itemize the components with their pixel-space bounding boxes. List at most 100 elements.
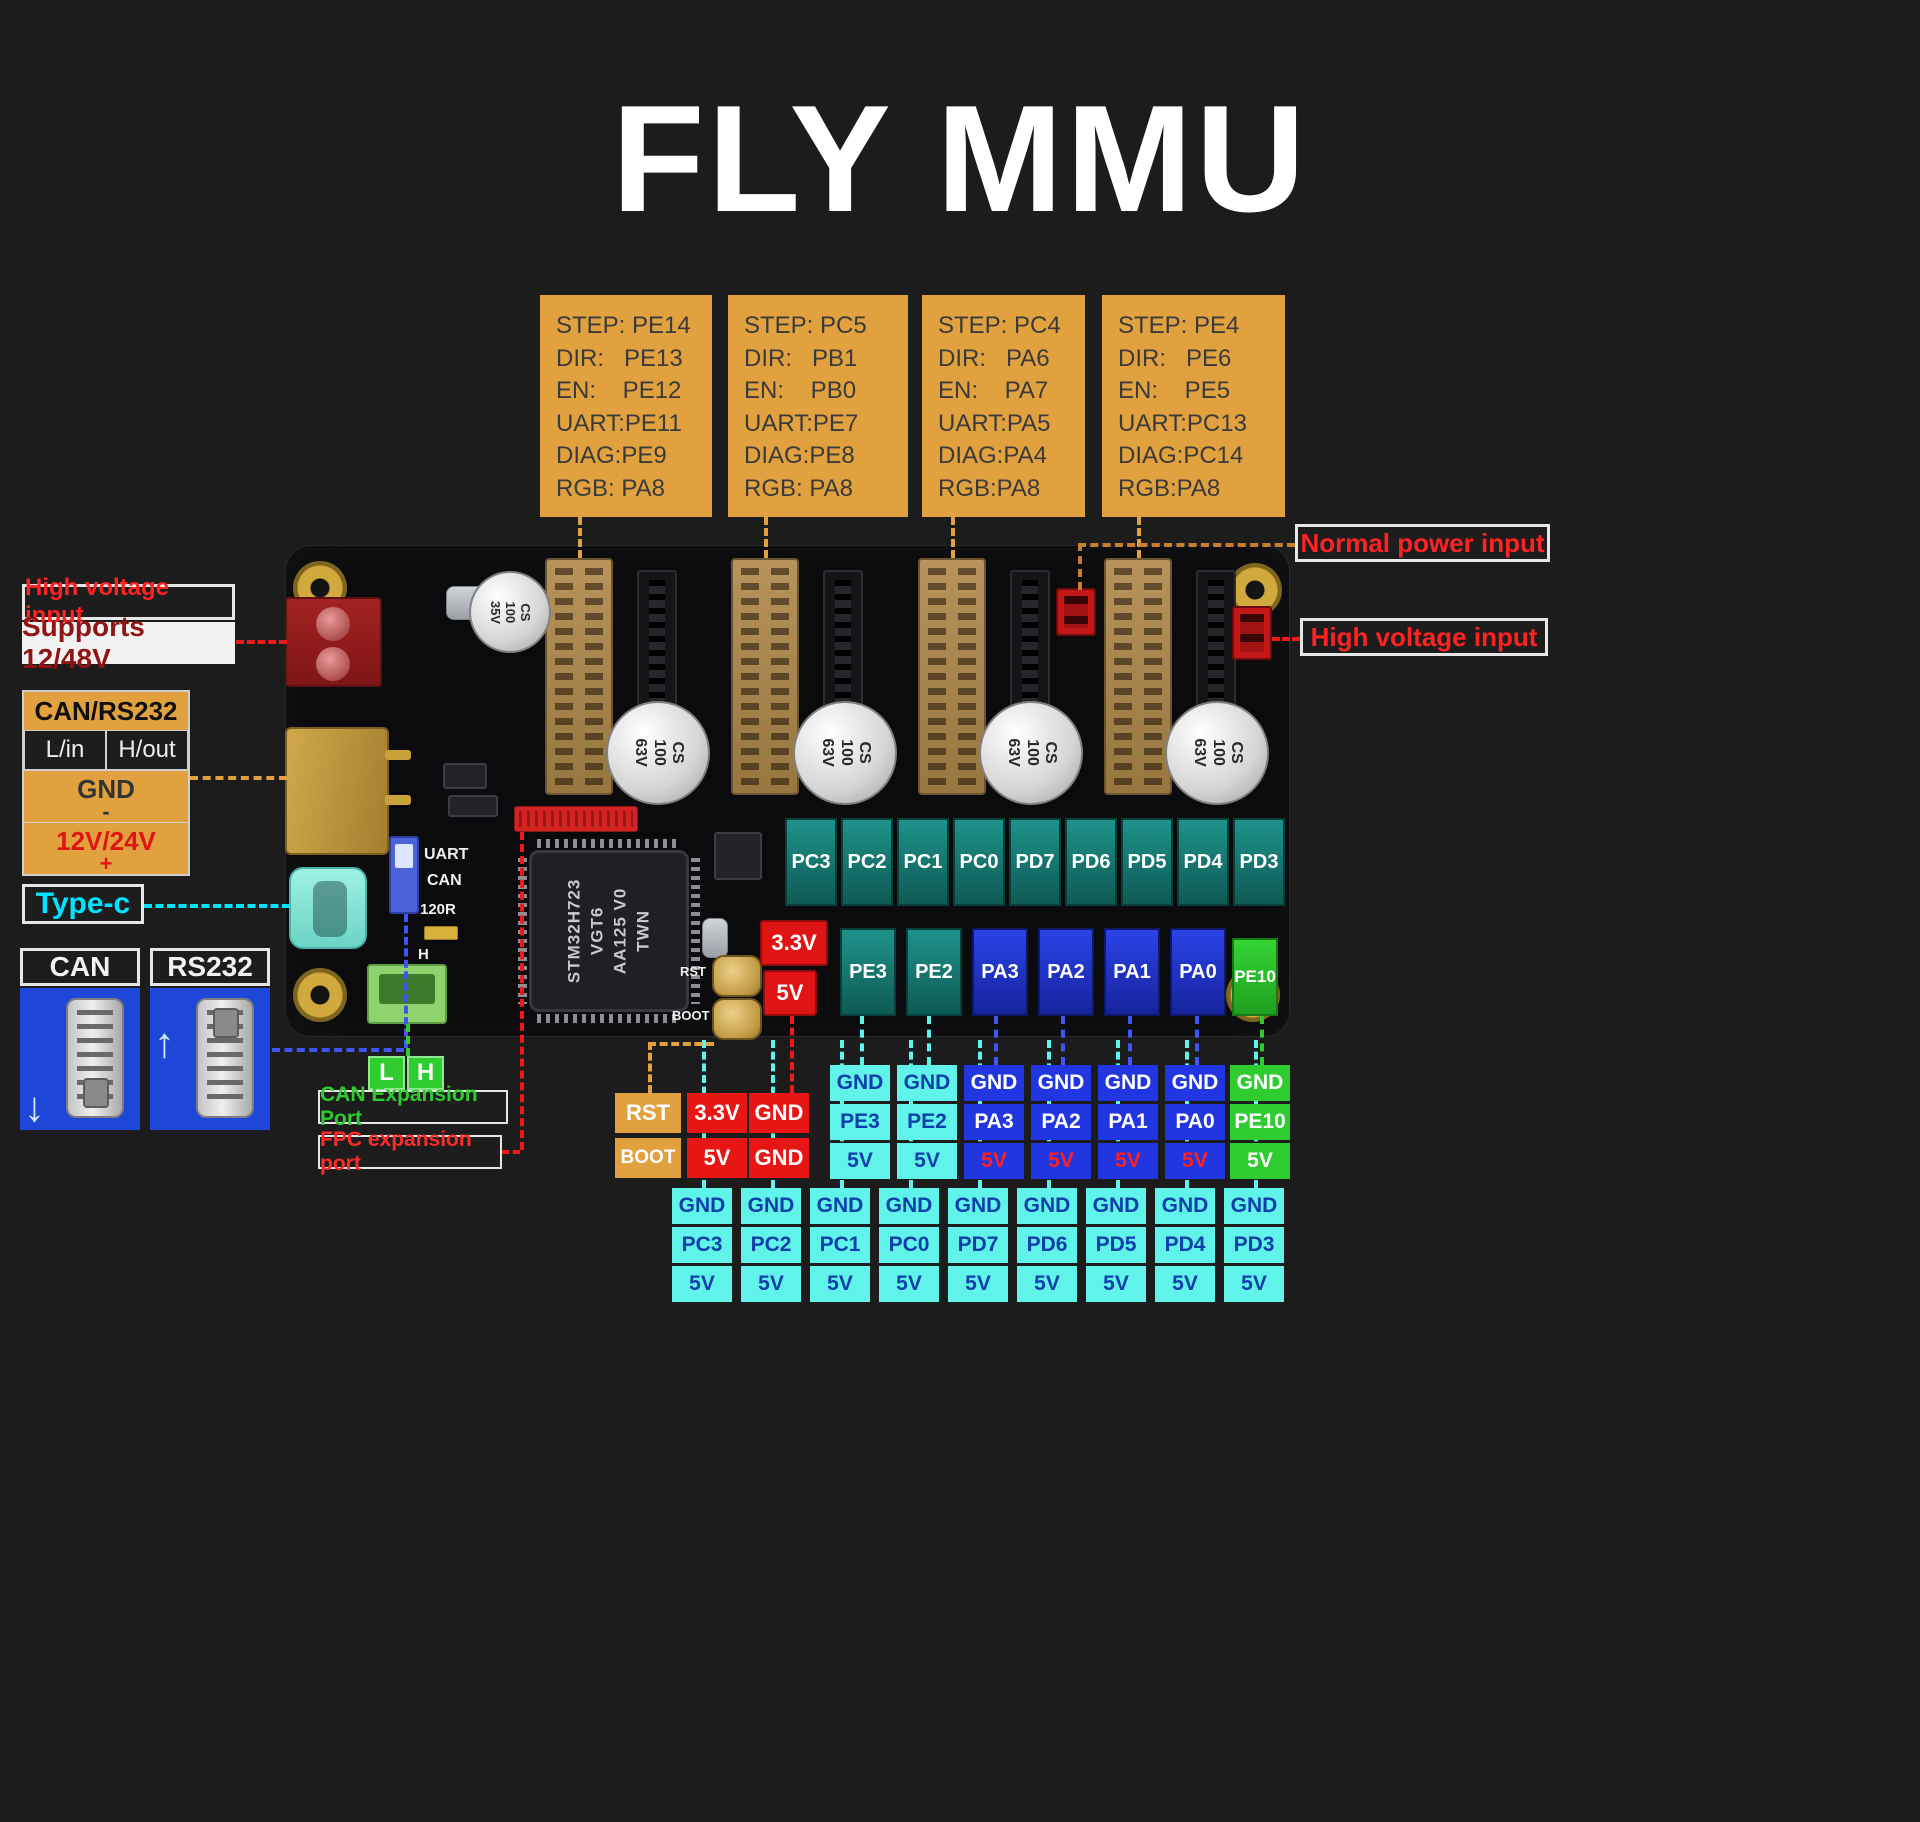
pin-cell: PD6: [1017, 1227, 1077, 1263]
leader-line: [406, 1024, 410, 1056]
pin-cell: PA3: [964, 1104, 1024, 1140]
pinout-line: DIAG:PA4: [938, 442, 1047, 469]
slide-switch-icon: [66, 998, 124, 1118]
terminal-screw: [316, 607, 350, 641]
pinout-line: UART:PE7: [744, 409, 859, 437]
driver-socket: [731, 558, 799, 795]
capacitor-label-line: 100: [503, 601, 519, 623]
label-can-expansion-port: CAN Expansion Port: [318, 1083, 508, 1130]
leader-line: [1260, 1016, 1264, 1065]
chip-line: STM32H723: [564, 878, 584, 984]
capacitor-label-line: 100: [837, 739, 855, 767]
pin-cell: 5V: [1165, 1143, 1225, 1179]
chip-pins: [691, 858, 700, 1004]
capacitor-label-line: CS: [855, 741, 873, 765]
leader-line: [1061, 1016, 1065, 1065]
pin-cell: PA2: [1031, 1104, 1091, 1140]
pin-cell: GND: [1224, 1188, 1284, 1224]
plus-label: +: [99, 851, 113, 876]
leader-line: [1137, 517, 1141, 558]
leader-line: [1078, 543, 1082, 590]
reset-button: [712, 955, 762, 997]
mcu-label: STM32H723 VGT6 AA125 V0 TWN: [563, 879, 655, 983]
arrow-down-icon: ↓: [24, 1083, 45, 1130]
pin-cell: 5V: [897, 1143, 957, 1179]
label-type-c: Type-c: [22, 884, 144, 924]
rs232-switch-graphic: ↑: [150, 988, 270, 1130]
pinout-line: STEP: PC5: [744, 312, 867, 339]
pinout-line: RGB: PA8: [556, 474, 665, 502]
pin-cell: PC3: [672, 1227, 732, 1263]
chip-line: VGT6: [587, 906, 607, 956]
label-rs232: RS232: [150, 948, 270, 986]
chip-line: TWN: [632, 910, 652, 952]
pinout-line: EN: PE5: [1118, 377, 1231, 404]
pinout-line: STEP: PE4: [1118, 312, 1240, 339]
pin-header-pc0: PC0: [953, 818, 1005, 906]
gold-pin: [385, 750, 411, 760]
silk-h: H: [418, 946, 429, 963]
pin-header-pa0: PA0: [1170, 928, 1226, 1016]
label-h: H: [407, 1056, 444, 1090]
pin-cell: GND: [830, 1065, 890, 1101]
small-ic: [714, 832, 762, 880]
pin-cell: GND: [1031, 1065, 1091, 1101]
pinout-line: DIR: PE6: [1118, 344, 1232, 372]
pin-cell: PA0: [1165, 1104, 1225, 1140]
uart-can-switch: [389, 836, 419, 914]
capacitor-label-line: 63V: [818, 738, 836, 768]
chip-pins: [537, 1014, 681, 1023]
pin-header-pc1: PC1: [897, 818, 949, 906]
capacitor-label-line: 100: [650, 739, 668, 767]
pin-cell: PC0: [879, 1227, 939, 1263]
leader-line: [272, 1048, 404, 1052]
silk-can: CAN: [427, 872, 462, 889]
crystal: [702, 918, 728, 958]
leader-line: [502, 1150, 520, 1154]
capacitor-label-line: CS: [668, 741, 686, 765]
pin-cell: GND: [1086, 1188, 1146, 1224]
capacitor-label-line: 63V: [1190, 738, 1208, 768]
gnd-cell: GND -: [24, 770, 188, 824]
pin-cell: PE10: [1230, 1104, 1290, 1140]
pin-cell: PE3: [830, 1104, 890, 1140]
v5-tag: 5V: [687, 1138, 747, 1178]
pin-cell: PD5: [1086, 1227, 1146, 1263]
driver-socket: [1104, 558, 1172, 795]
pin-header-pe10: PE10: [1232, 938, 1278, 1016]
leader-line: [927, 1016, 931, 1065]
gold-pin: [385, 795, 411, 805]
pin-cell: 5V: [810, 1266, 870, 1302]
pin-header-pe2: PE2: [906, 928, 962, 1016]
pinout-line: EN: PB0: [744, 377, 857, 404]
driver-socket: [545, 558, 613, 795]
pinout-line: EN: PA7: [938, 377, 1049, 404]
chip-line: AA125 V0: [610, 887, 629, 975]
chip-pins: [537, 839, 681, 848]
pin-header-pc2: PC2: [841, 818, 893, 906]
pinout-line: RGB:PA8: [1118, 474, 1221, 502]
mcu-chip: STM32H723 VGT6 AA125 V0 TWN: [529, 850, 689, 1012]
label-high-voltage-input-right: High voltage input: [1300, 618, 1548, 656]
pin-cell: GND: [964, 1065, 1024, 1101]
pin-cell: PC2: [741, 1227, 801, 1263]
capacitor-label-line: CS: [1041, 741, 1059, 765]
pin-cell: 5V: [1155, 1266, 1215, 1302]
power-cell: 12V/24V +: [24, 822, 188, 876]
pinout-line: UART:PA5: [938, 409, 1051, 437]
pinout-line: RGB: PA8: [744, 474, 853, 502]
pinout-line: DIR: PA6: [938, 344, 1050, 372]
gnd-tag: GND: [749, 1138, 809, 1178]
pin-cell: 5V: [964, 1143, 1024, 1179]
leader-line: [578, 517, 582, 558]
minus-label: -: [102, 799, 110, 824]
pin-cell: 5V: [1224, 1266, 1284, 1302]
pin-cell: PD4: [1155, 1227, 1215, 1263]
